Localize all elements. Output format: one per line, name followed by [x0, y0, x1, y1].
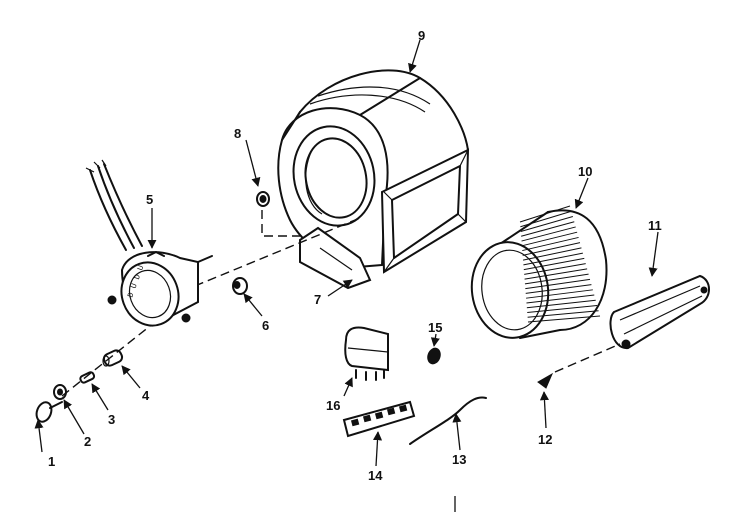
label-1: 1: [48, 454, 55, 469]
motor-part: D U D U: [85, 159, 213, 327]
grommet-part: [256, 191, 270, 207]
leader-8: [245, 139, 261, 187]
screw-part: [35, 401, 63, 423]
cover-screw-guide: [554, 343, 621, 373]
terminal-strip-part: [342, 400, 416, 438]
label-8: 8: [234, 126, 241, 141]
grommet-guide-line: [261, 210, 300, 237]
leader-2: [63, 399, 85, 435]
label-7: 7: [314, 292, 321, 307]
label-3: 3: [108, 412, 115, 427]
washer-part: [53, 384, 67, 400]
leader-9: [408, 39, 421, 73]
hardware-centerline: [61, 325, 151, 397]
leader-15: [430, 333, 440, 347]
label-5: 5: [146, 192, 153, 207]
blower-housing-part: [277, 69, 470, 290]
capacitor-part: [344, 326, 389, 381]
small-grommet-part: [427, 347, 441, 365]
leader-4: [121, 365, 141, 389]
cover-screw-part: [537, 372, 554, 389]
label-11: 11: [648, 218, 662, 233]
label-13: 13: [452, 452, 466, 467]
wire-lead-part: [409, 396, 487, 445]
leader-3: [91, 383, 109, 411]
label-16: 16: [326, 398, 340, 413]
leader-6: [243, 293, 263, 317]
label-15: 15: [428, 320, 442, 335]
label-10: 10: [578, 164, 592, 179]
leader-16: [343, 377, 353, 397]
label-6: 6: [262, 318, 269, 333]
label-12: 12: [538, 432, 552, 447]
bushing-part: [102, 349, 124, 367]
leader-10: [574, 177, 589, 209]
label-4: 4: [142, 388, 150, 403]
leader-7: [327, 279, 353, 297]
leader-13: [452, 413, 462, 451]
label-2: 2: [84, 434, 91, 449]
spacer-part: [79, 371, 96, 384]
leader-1: [34, 419, 44, 453]
leader-12: [539, 391, 549, 429]
leader-14: [372, 431, 383, 467]
cover-plate-part: [609, 274, 710, 349]
label-14: 14: [368, 468, 383, 483]
leader-11: [648, 231, 659, 277]
label-9: 9: [418, 28, 425, 43]
blower-wheel-part: [470, 205, 608, 339]
shaft-fitting-part: [232, 277, 248, 295]
